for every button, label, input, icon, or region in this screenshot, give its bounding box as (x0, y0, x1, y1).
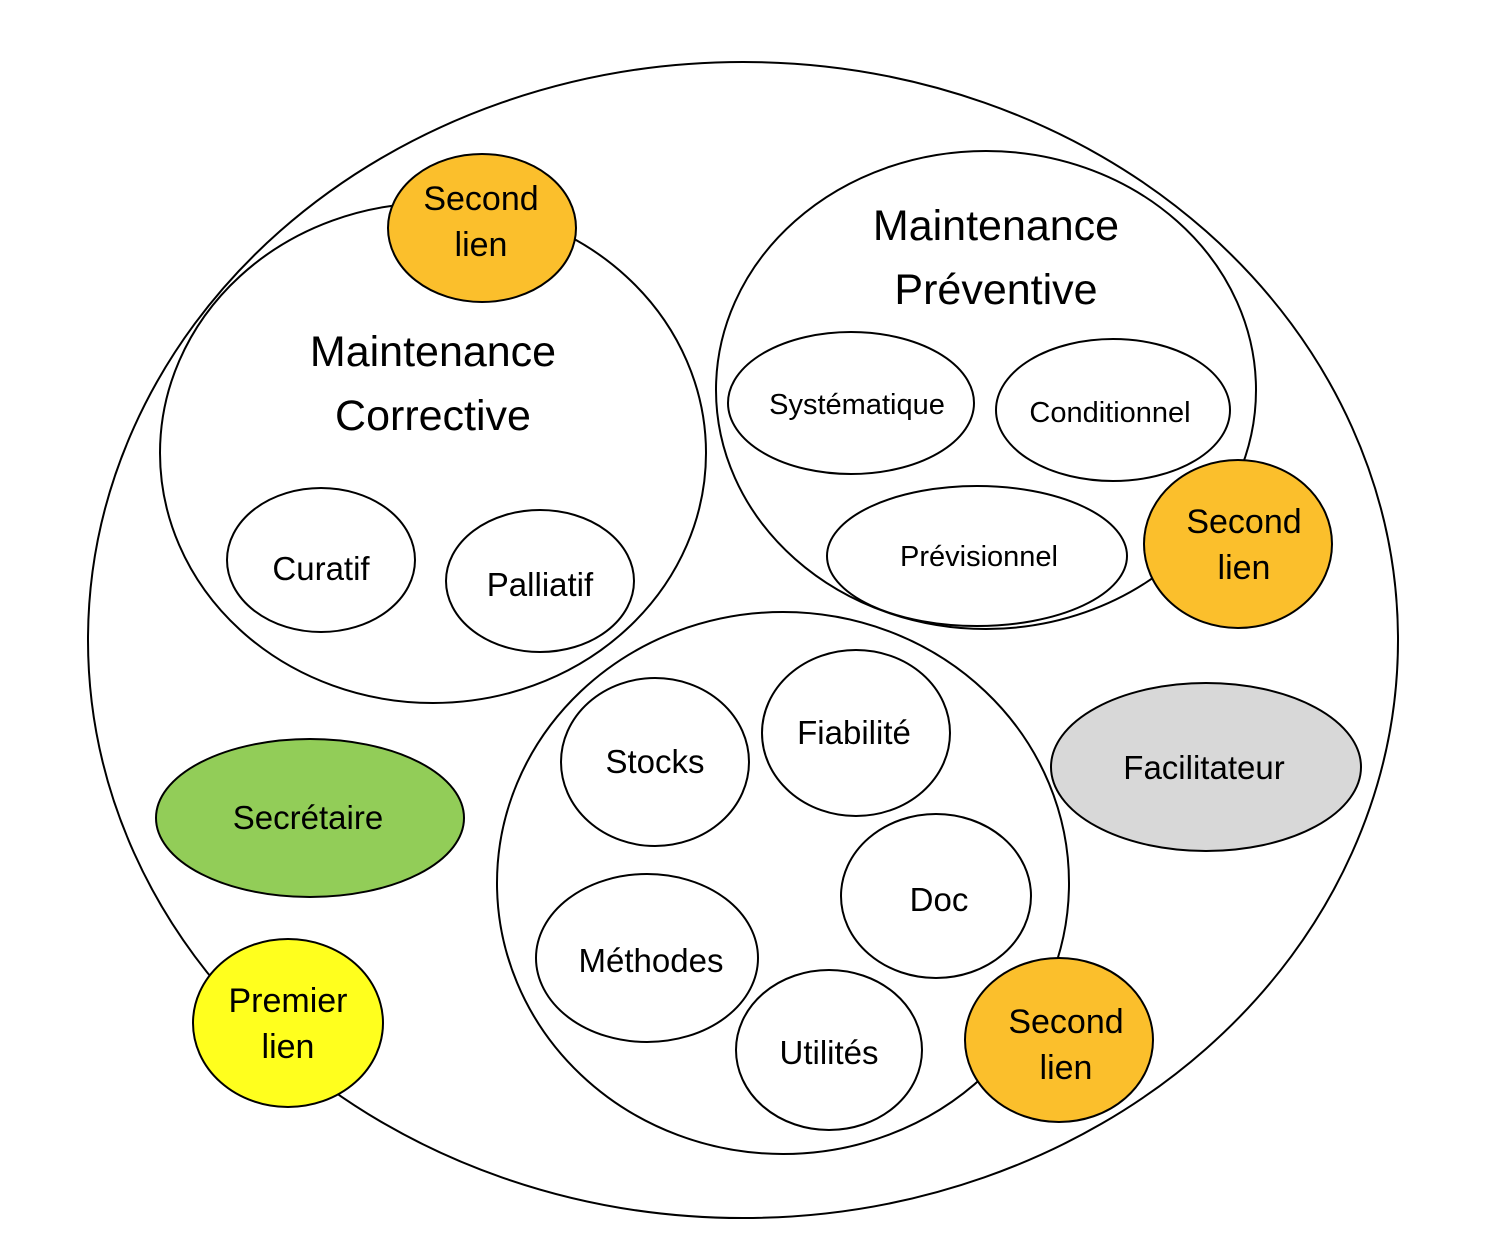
secretaire-ellipse (155, 738, 465, 898)
fiabilite-label: Fiabilité (797, 714, 911, 751)
secretaire: Secrétaire (155, 738, 465, 898)
fiabilite-circle (761, 649, 951, 817)
premier-lien: Premier lien (192, 938, 384, 1108)
premier-lien-circle (192, 938, 384, 1108)
curatif-circle (226, 487, 416, 633)
corrective-group: Maintenance Corrective Curatif Palliatif (159, 202, 707, 704)
palliatif-label: Palliatif (487, 566, 594, 603)
corrective-title-line2: Corrective (335, 392, 531, 440)
second-lien-support-circle (964, 957, 1154, 1123)
second-lien-preventive: Second lien (1143, 459, 1333, 629)
previsionnel-label: Prévisionnel (900, 541, 1058, 573)
preventive-circle (715, 150, 1257, 630)
facilitateur-label: Facilitateur (1123, 749, 1284, 786)
second-lien-corrective: Second lien (387, 153, 577, 303)
second-lien-preventive-line1: Second (1186, 503, 1301, 541)
previsionnel-circle (826, 485, 1128, 627)
systematique-circle (727, 331, 975, 475)
premier-lien-line1: Premier (228, 982, 347, 1020)
methodes-label: Méthodes (579, 942, 724, 979)
second-lien-corrective-line1: Second (423, 180, 538, 218)
stocks-label: Stocks (605, 743, 704, 780)
preventive-title-line1: Maintenance (873, 202, 1119, 250)
second-lien-preventive-circle (1143, 459, 1333, 629)
second-lien-support-line1: Second (1008, 1003, 1123, 1041)
systematique-label: Systématique (769, 389, 945, 421)
second-lien-support-line2: lien (1040, 1049, 1093, 1087)
utilites-label: Utilités (779, 1034, 878, 1071)
corrective-title-line1: Maintenance (310, 328, 556, 376)
methodes-circle (535, 873, 759, 1043)
support-group: Stocks Fiabilité Doc Méthodes Utilités (496, 611, 1070, 1155)
second-lien-corrective-line2: lien (455, 226, 508, 264)
doc-label: Doc (910, 881, 969, 918)
palliatif-circle (445, 509, 635, 653)
utilites-circle (735, 969, 923, 1131)
stocks-circle (560, 677, 750, 847)
conditionnel-circle (995, 338, 1231, 482)
premier-lien-line2: lien (262, 1028, 315, 1066)
conditionnel-label: Conditionnel (1029, 397, 1190, 429)
preventive-title-line2: Préventive (894, 266, 1097, 314)
preventive-group: Maintenance Préventive Systématique Cond… (715, 150, 1257, 630)
second-lien-support: Second lien (964, 957, 1154, 1123)
doc-circle (840, 813, 1032, 979)
facilitateur: Facilitateur (1050, 682, 1362, 852)
second-lien-corrective-circle (387, 153, 577, 303)
secretaire-label: Secrétaire (233, 799, 383, 836)
facilitateur-ellipse (1050, 682, 1362, 852)
curatif-label: Curatif (272, 550, 370, 587)
second-lien-preventive-line2: lien (1218, 549, 1271, 587)
